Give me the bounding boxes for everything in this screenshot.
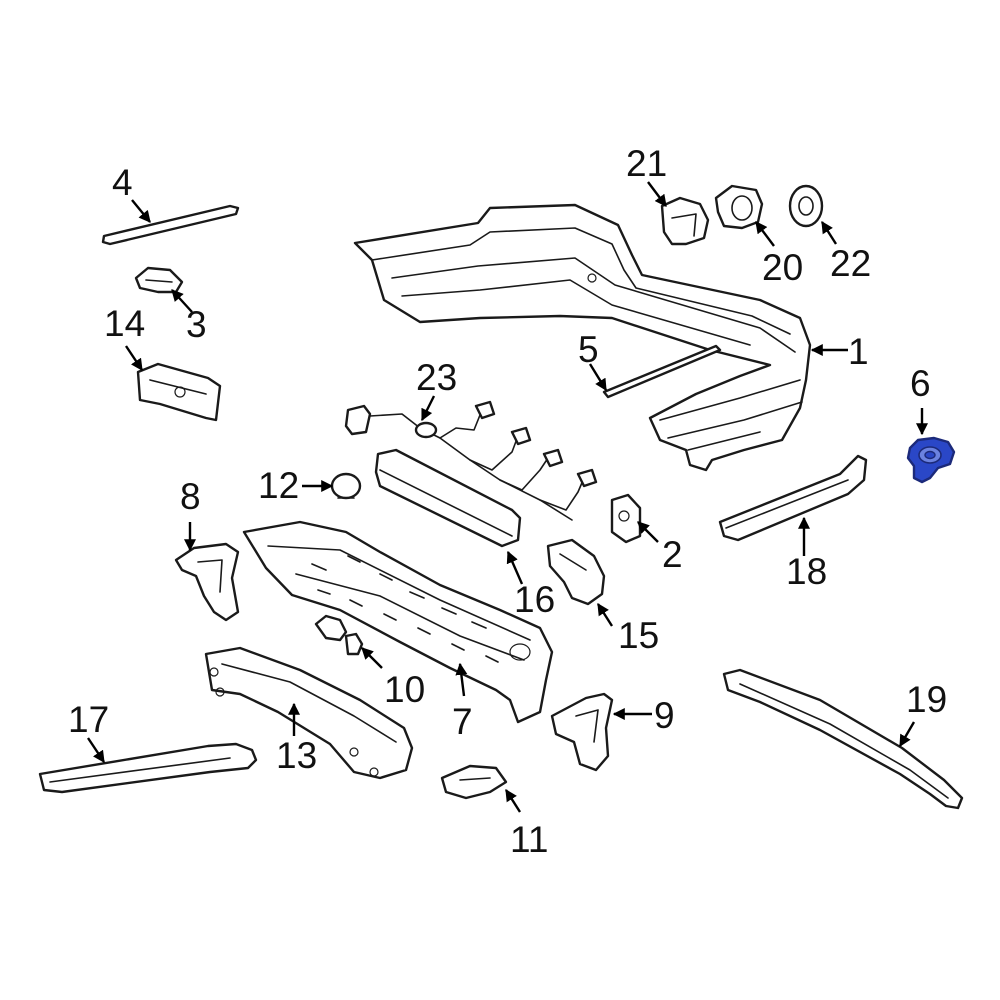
part-5-rod[interactable] (602, 344, 722, 399)
part-3-clip[interactable] (134, 266, 184, 294)
callout-13: 13 (276, 735, 317, 776)
part-16-foam-absorber[interactable] (374, 448, 522, 548)
part-6-fastener-highlighted[interactable] (906, 436, 956, 484)
callout-9: 9 (654, 695, 675, 736)
callout-6: 6 (910, 363, 931, 404)
callout-17: 17 (68, 699, 109, 740)
part-11-clip[interactable] (440, 764, 508, 800)
part-22-grommet-ring[interactable] (788, 184, 824, 228)
part-1-bumper-cover[interactable] (353, 203, 812, 472)
part-2-bracket[interactable] (610, 493, 642, 544)
leader-lines (87, 181, 928, 813)
callout-11: 11 (510, 819, 548, 860)
callout-21: 21 (626, 143, 667, 184)
part-15-corner-pad[interactable] (546, 538, 606, 606)
part-14-side-bracket[interactable] (136, 362, 222, 422)
callout-1: 1 (848, 331, 869, 372)
callout-14: 14 (104, 303, 145, 344)
part-19-lower-strip[interactable] (722, 668, 964, 810)
callout-19: 19 (906, 679, 947, 720)
callout-16: 16 (514, 579, 555, 620)
callout-12: 12 (258, 465, 299, 506)
callout-7: 7 (452, 701, 473, 742)
callout-4: 4 (112, 162, 133, 203)
part-10-push-pin[interactable] (314, 614, 364, 656)
part-7-energy-absorber[interactable] (242, 520, 554, 724)
part-20-sensor[interactable] (714, 184, 764, 230)
callout-18: 18 (786, 551, 827, 592)
part-21-sensor-bracket[interactable] (660, 196, 710, 246)
callout-5: 5 (578, 329, 599, 370)
part-12-grommet[interactable] (330, 472, 362, 500)
callout-2: 2 (662, 534, 683, 575)
part-9-right-bracket[interactable] (550, 692, 614, 772)
callout-22: 22 (830, 243, 871, 284)
part-4-molding-strip[interactable] (101, 204, 240, 246)
callout-3: 3 (186, 304, 207, 345)
callout-labels: 1 2 3 4 5 6 7 8 9 10 11 12 13 14 15 16 1… (68, 143, 947, 860)
callout-10: 10 (384, 669, 425, 710)
part-18-right-molding[interactable] (718, 454, 868, 542)
part-13-lower-reinforcement[interactable] (204, 646, 414, 780)
callout-20: 20 (762, 247, 803, 288)
part-8-left-bracket[interactable] (174, 542, 240, 622)
part-23-wiring-harness[interactable] (344, 400, 598, 521)
callout-23: 23 (416, 357, 457, 398)
callout-8: 8 (180, 476, 201, 517)
part-17-left-molding[interactable] (38, 742, 258, 794)
callout-15: 15 (618, 615, 659, 656)
